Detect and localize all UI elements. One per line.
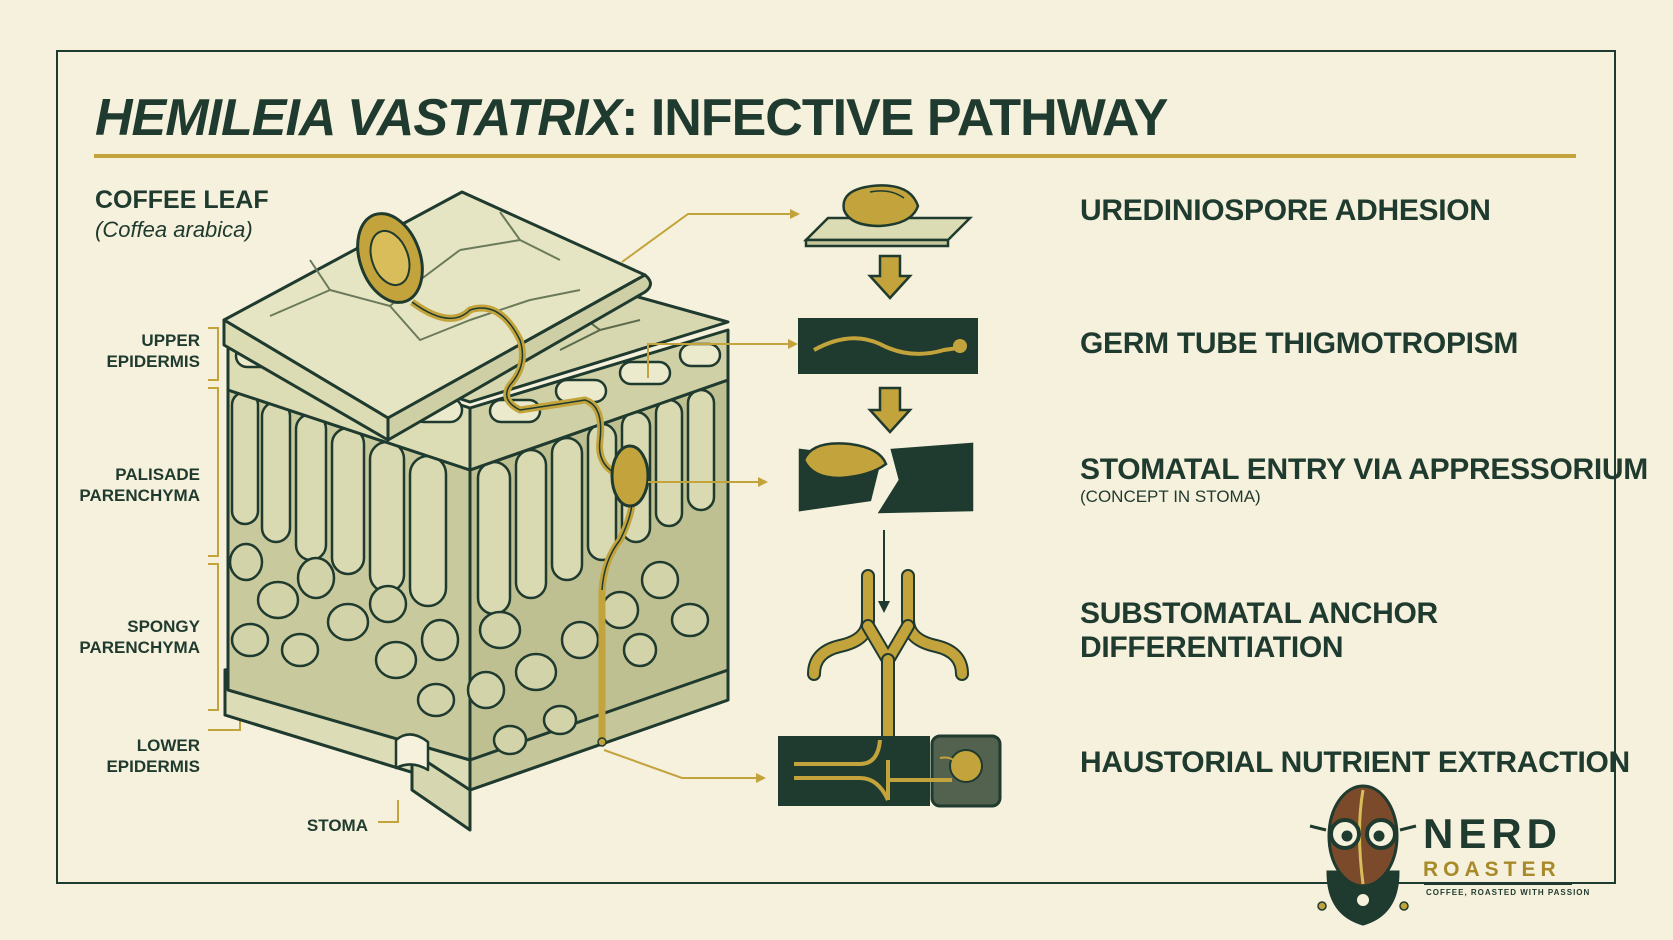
leaf-cross-section [222,190,730,832]
label-line: PARENCHYMA [79,486,200,505]
block-arrow [867,254,913,300]
step-2-label: GERM TUBE THIGMOTROPISM [1080,327,1518,361]
step-line: DIFFERENTIATION [1080,631,1344,664]
label-line: UPPER [141,331,200,350]
label-line: PALISADE [115,465,200,484]
label-line: PARENCHYMA [79,638,200,657]
label-line: EPIDERMIS [106,757,200,776]
step-line: STOMATAL ENTRY VIA APPRESSORIUM [1080,453,1648,486]
logo-divider [1424,884,1572,885]
step-1-illustration [802,184,974,248]
label-upper-epidermis: UPPER EPIDERMIS [106,330,200,372]
title-species: HEMILEIA VASTATRIX [95,89,622,147]
layer-brackets [208,327,399,823]
page-title: HEMILEIA VASTATRIX: INFECTIVE PATHWAY [95,88,1168,148]
label-stoma: STOMA [307,815,368,836]
step-line: HAUSTORIAL NUTRIENT EXTRACTION [1080,746,1630,779]
title-divider [94,154,1576,158]
logo-mascot [1309,784,1417,926]
logo-tagline: COFFEE, ROASTED WITH PASSION [1426,888,1591,897]
connector-arrows [603,209,800,783]
step-5-illustration [778,734,1002,808]
step-3-note: (CONCEPT IN STOMA) [1080,487,1261,506]
label-palisade: PALISADE PARENCHYMA [79,464,200,506]
step-1-label: UREDINIOSPORE ADHESION [1080,194,1491,228]
label-line: EPIDERMIS [106,352,200,371]
step-2-illustration [798,318,978,374]
step-3-label: STOMATAL ENTRY VIA APPRESSORIUM [1080,453,1648,487]
label-line: STOMA [306,816,368,835]
label-line: LOWER [136,736,200,755]
label-lower-epidermis: LOWER EPIDERMIS [106,735,200,777]
title-rest: : INFECTIVE PATHWAY [621,89,1168,147]
logo-name: NERD [1423,810,1563,857]
step-line: SUBSTOMATAL ANCHOR [1080,597,1438,630]
leaf-species: (Coffea arabica) [95,217,253,242]
block-arrow [867,386,913,434]
step-line: GERM TUBE THIGMOTROPISM [1080,327,1519,360]
leaf-name: COFFEE LEAF [95,186,269,214]
label-line: SPONGY [127,617,200,636]
step-3-illustration [798,442,974,514]
label-spongy: SPONGY PARENCHYMA [79,616,200,658]
step-4-illustration [807,569,969,767]
step-5-label: HAUSTORIAL NUTRIENT EXTRACTION [1080,746,1630,780]
spore-on-leaf [356,212,650,747]
diagram-frame [56,50,1616,884]
logo-sub: ROASTER [1423,858,1561,881]
step-line: UREDINIOSPORE ADHESION [1080,194,1491,227]
